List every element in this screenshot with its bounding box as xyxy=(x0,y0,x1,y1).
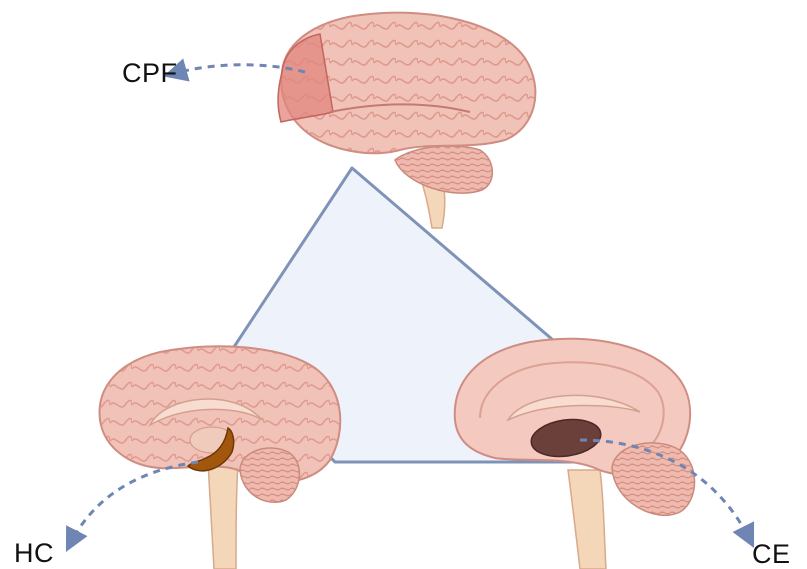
label-ce: CE xyxy=(752,541,791,568)
brainstem-left xyxy=(208,462,238,569)
label-cpf: CPF xyxy=(122,60,178,87)
sagittal-brain-left xyxy=(100,346,341,569)
brainstem-right xyxy=(568,470,606,569)
label-hc: HC xyxy=(14,540,54,567)
arrow-to-hc xyxy=(70,462,198,544)
lateral-brain xyxy=(278,13,535,228)
